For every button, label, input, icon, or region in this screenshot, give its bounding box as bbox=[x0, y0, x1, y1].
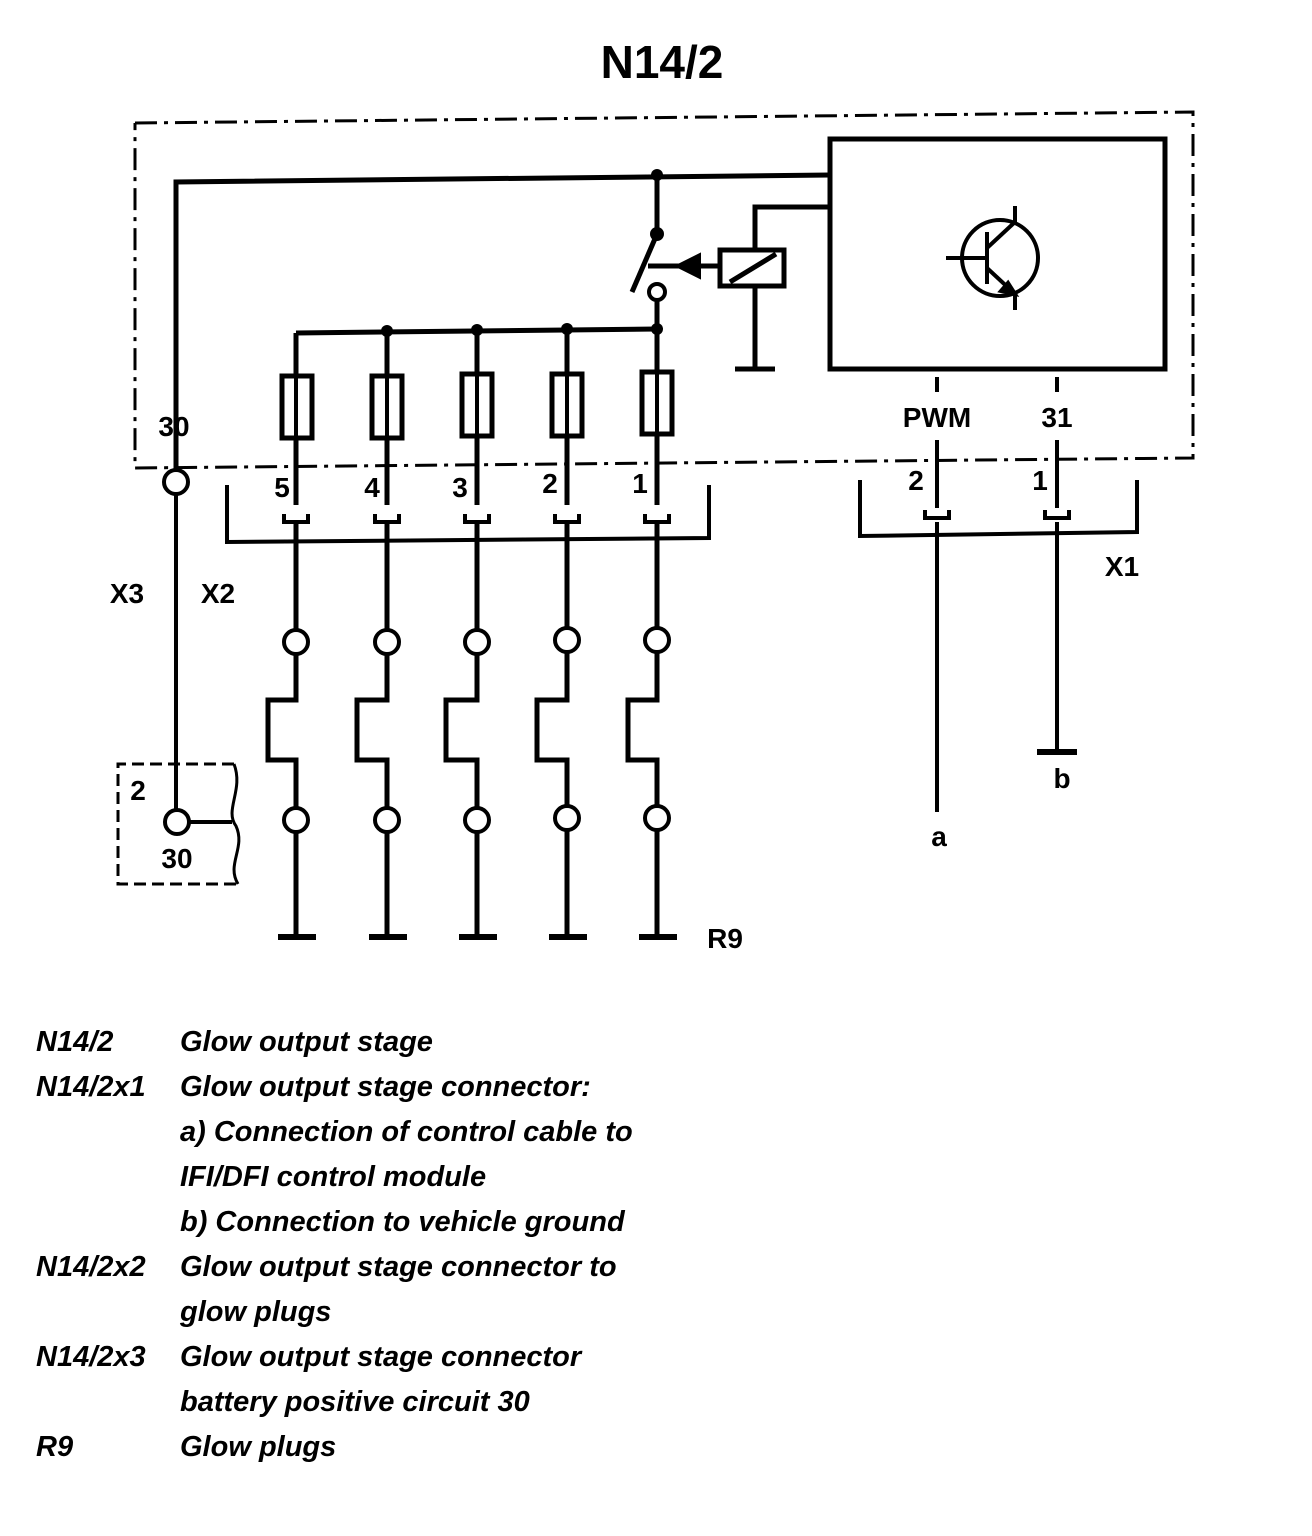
junction-dots bbox=[381, 169, 664, 337]
legend-code: N14/2 bbox=[36, 1026, 114, 1058]
legend-row: N14/2x1 Glow output stage connector: bbox=[36, 1065, 1276, 1110]
legend-text: IFI/DFI control module bbox=[180, 1161, 487, 1193]
terminal-31-label: 31 bbox=[1041, 402, 1072, 433]
glow-plug-terminals bbox=[282, 626, 671, 834]
wiring-diagram: N14/2 bbox=[110, 36, 1195, 954]
legend-row: R9 Glow plugs bbox=[36, 1425, 1276, 1470]
legend-row: glow plugs bbox=[36, 1290, 1276, 1335]
legend-row: IFI/DFI control module bbox=[36, 1155, 1276, 1200]
relay bbox=[629, 233, 787, 293]
plug-number-2: 2 bbox=[542, 468, 558, 499]
x2-connector-bracket bbox=[225, 485, 711, 545]
plug-number-5: 5 bbox=[274, 472, 290, 503]
output-b-label: b bbox=[1053, 763, 1070, 794]
legend-row: N14/2 Glow output stage bbox=[36, 1020, 1276, 1065]
legend-row: N14/2x3 Glow output stage connector bbox=[36, 1335, 1276, 1380]
legend-row: battery positive circuit 30 bbox=[36, 1380, 1276, 1425]
x2-label: X2 bbox=[201, 578, 235, 609]
module-boundary bbox=[133, 110, 1195, 470]
battery-pin-label: 2 bbox=[130, 775, 146, 806]
legend-text: b) Connection to vehicle ground bbox=[180, 1206, 625, 1238]
legend-text: glow plugs bbox=[180, 1296, 332, 1328]
x1-pin-pwm-label: 2 bbox=[908, 465, 924, 496]
x1-connector-bracket bbox=[858, 480, 1139, 539]
main-wiring bbox=[173, 172, 831, 505]
legend-row: N14/2x2 Glow output stage connector to bbox=[36, 1245, 1276, 1290]
x1-label: X1 bbox=[1105, 551, 1139, 582]
legend: N14/2 Glow output stage N14/2x1 Glow out… bbox=[36, 1020, 1276, 1470]
battery-terminal-pin bbox=[163, 808, 191, 836]
plug-number-4: 4 bbox=[364, 472, 380, 503]
legend-code: N14/2x1 bbox=[36, 1071, 146, 1103]
control-unit-box bbox=[827, 136, 1168, 372]
control-unit-leads bbox=[935, 377, 1059, 812]
legend-text: Glow output stage connector bbox=[180, 1341, 582, 1373]
legend-text: battery positive circuit 30 bbox=[180, 1386, 530, 1418]
plug-number-labels: 5 4 3 2 1 bbox=[274, 468, 648, 503]
transistor-icon bbox=[946, 206, 1040, 310]
fuse-inner-lines bbox=[294, 372, 659, 438]
x1-pin-31-label: 1 bbox=[1032, 465, 1048, 496]
plug-number-1: 1 bbox=[632, 468, 648, 499]
x3-label: X3 bbox=[110, 578, 144, 609]
legend-code: N14/2x2 bbox=[36, 1251, 146, 1283]
terminal-30-pin bbox=[162, 468, 190, 496]
diagram-title: N14/2 bbox=[601, 36, 724, 88]
pwm-label: PWM bbox=[903, 402, 971, 433]
legend-text: Glow plugs bbox=[180, 1431, 337, 1463]
output-a-label: a bbox=[931, 821, 947, 852]
r9-label: R9 bbox=[707, 923, 743, 954]
x3-connector-box bbox=[116, 762, 238, 886]
x3-box-break bbox=[230, 763, 241, 885]
legend-code: N14/2x3 bbox=[36, 1341, 146, 1373]
plug-number-3: 3 bbox=[452, 472, 468, 503]
legend-text: Glow output stage connector to bbox=[180, 1251, 617, 1283]
x1-connector-pins bbox=[923, 510, 1071, 520]
terminal-30-label: 30 bbox=[158, 411, 189, 442]
legend-code: R9 bbox=[36, 1431, 74, 1463]
glow-plug-wires bbox=[265, 520, 660, 937]
legend-text: a) Connection of control cable to bbox=[180, 1116, 633, 1148]
battery-terminal-label: 30 bbox=[161, 843, 192, 874]
relay-contact bbox=[647, 282, 667, 302]
legend-row: b) Connection to vehicle ground bbox=[36, 1200, 1276, 1245]
legend-text: Glow output stage connector: bbox=[180, 1071, 591, 1103]
legend-row: a) Connection of control cable to bbox=[36, 1110, 1276, 1155]
legend-text: Glow output stage bbox=[180, 1026, 433, 1058]
